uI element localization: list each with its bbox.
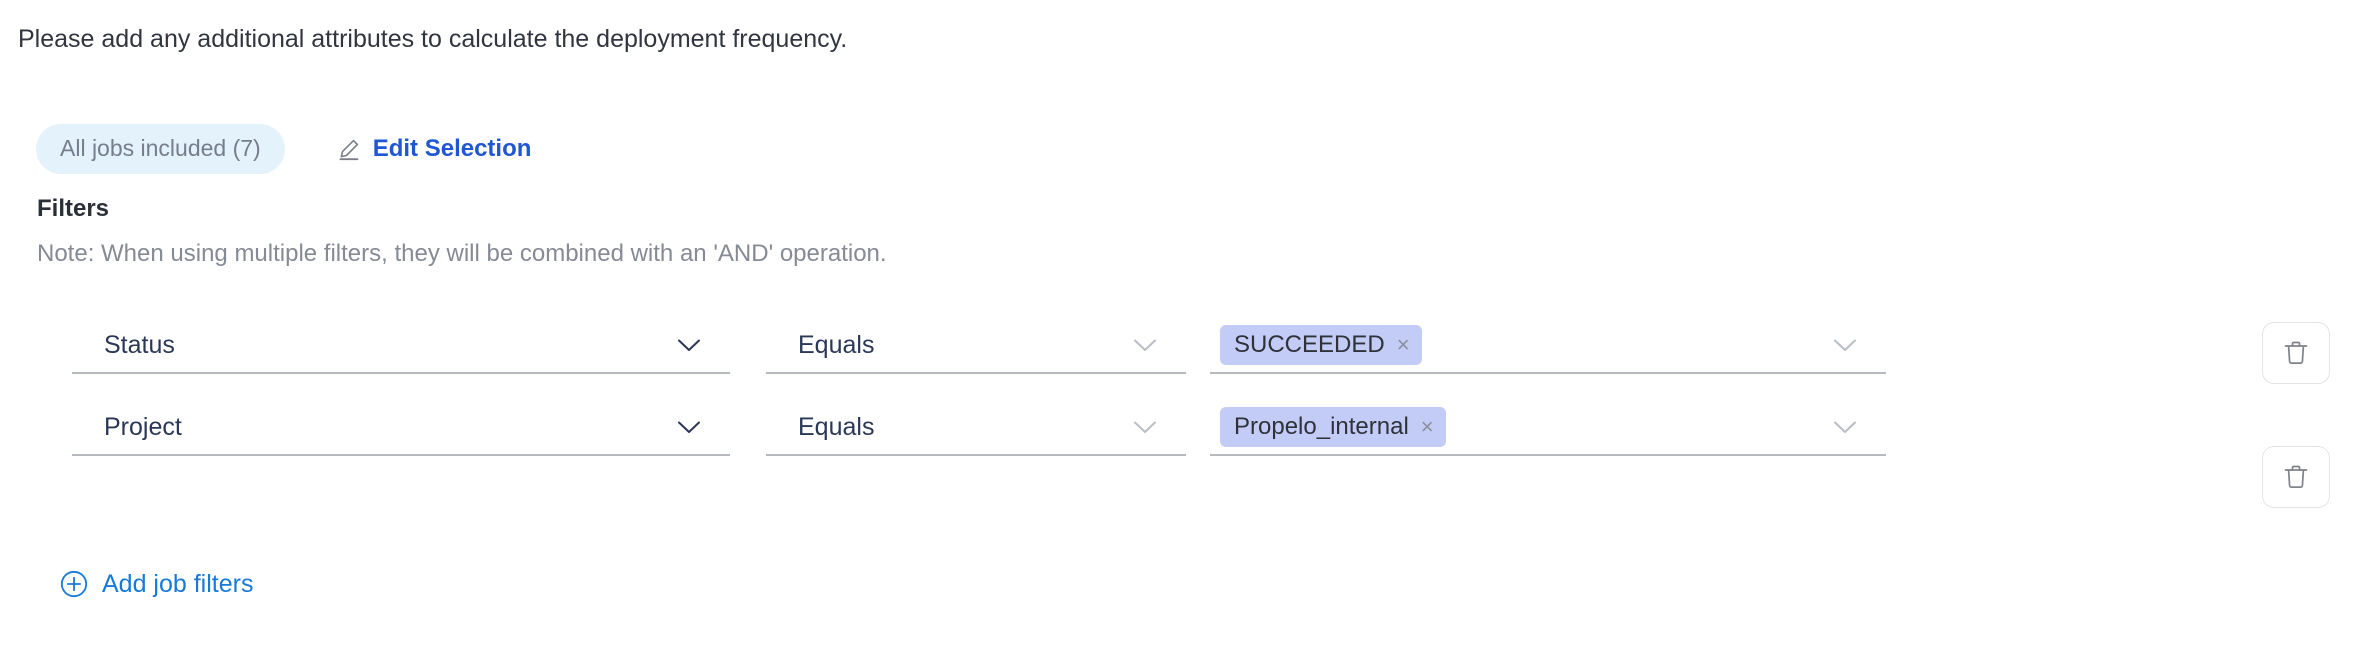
filter-attribute-value: Project xyxy=(104,413,182,441)
trash-icon xyxy=(2283,463,2309,491)
chevron-down-icon xyxy=(676,419,702,435)
add-job-filters-label: Add job filters xyxy=(102,569,254,598)
chevron-down-icon xyxy=(1832,337,1858,353)
jobs-included-badge: All jobs included (7) xyxy=(36,124,285,174)
filter-attribute-select[interactable]: Project xyxy=(72,400,730,456)
chevron-down-icon xyxy=(1832,419,1858,435)
delete-filter-button[interactable] xyxy=(2262,322,2330,384)
chevron-down-icon xyxy=(1132,419,1158,435)
filter-row: Project Equals Propelo_internal × xyxy=(0,400,2376,464)
close-icon[interactable]: × xyxy=(1420,414,1434,439)
filter-value-chip[interactable]: SUCCEEDED × xyxy=(1220,325,1422,365)
filter-operator-value: Equals xyxy=(798,413,875,441)
close-icon[interactable]: × xyxy=(1396,332,1410,357)
pencil-icon xyxy=(337,137,361,161)
filter-value-chip[interactable]: Propelo_internal × xyxy=(1220,407,1446,447)
trash-icon xyxy=(2283,339,2309,367)
filters-note: Note: When using multiple filters, they … xyxy=(37,240,887,267)
selection-summary-row: All jobs included (7) Edit Selection xyxy=(36,124,532,174)
filter-value-chip-label: SUCCEEDED xyxy=(1234,331,1385,358)
filter-operator-select[interactable]: Equals xyxy=(766,318,1186,374)
filter-value-chip-label: Propelo_internal xyxy=(1234,413,1409,440)
chevron-down-icon xyxy=(1132,337,1158,353)
edit-selection-label: Edit Selection xyxy=(372,135,532,162)
filter-attribute-value: Status xyxy=(104,331,175,359)
delete-filter-button[interactable] xyxy=(2262,446,2330,508)
filter-value-select[interactable]: Propelo_internal × xyxy=(1210,400,1886,456)
page-description: Please add any additional attributes to … xyxy=(18,25,848,53)
edit-selection-button[interactable]: Edit Selection xyxy=(337,135,532,162)
add-job-filters-button[interactable]: Add job filters xyxy=(60,570,253,598)
filter-row: Status Equals SUCCEEDED × xyxy=(0,318,2376,382)
filters-heading: Filters xyxy=(37,195,110,222)
chevron-down-icon xyxy=(676,337,702,353)
filter-value-select[interactable]: SUCCEEDED × xyxy=(1210,318,1886,374)
filter-operator-value: Equals xyxy=(798,331,875,359)
filter-attribute-select[interactable]: Status xyxy=(72,318,730,374)
circle-plus-icon xyxy=(60,570,88,598)
filter-operator-select[interactable]: Equals xyxy=(766,400,1186,456)
